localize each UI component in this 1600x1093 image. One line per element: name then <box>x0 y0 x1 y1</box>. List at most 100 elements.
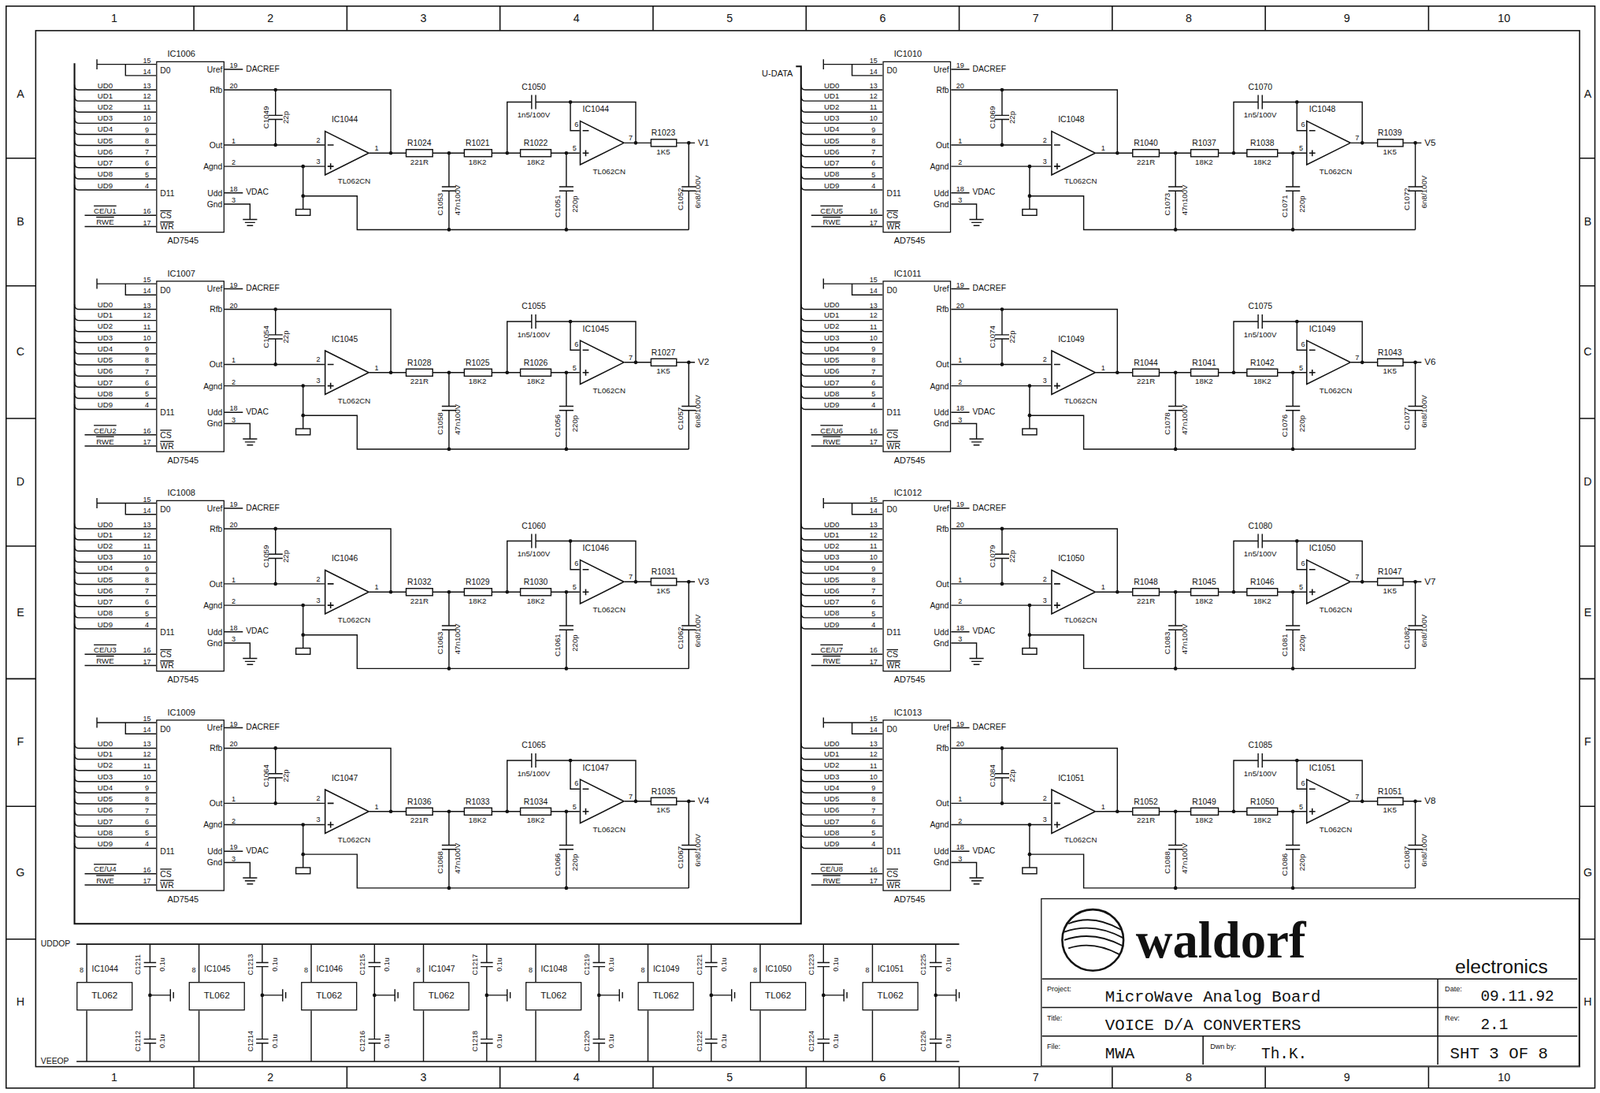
pin-name: Gnd <box>207 639 223 648</box>
label-text: UD9 <box>824 839 839 848</box>
opamp-triangle <box>1306 120 1352 166</box>
label-text: 0.1u <box>382 1033 390 1048</box>
label-text: UD9 <box>97 619 113 628</box>
signal-wire <box>224 363 325 365</box>
label-text: UD3 <box>97 772 113 781</box>
opamp-package: IC1051TL062 <box>862 981 919 1010</box>
label-text: 17 <box>869 438 878 446</box>
label-text: 18 <box>230 404 238 412</box>
label-text: 6n8/100V <box>1420 614 1429 648</box>
part-number: TL062CN <box>337 178 372 186</box>
label-text: 20 <box>956 520 965 528</box>
label-text: UD2 <box>97 103 113 112</box>
signal-wire <box>950 802 1051 804</box>
label-text: 221R <box>410 597 429 606</box>
label-text: 8 <box>753 965 758 973</box>
label-text: 13 <box>869 300 878 309</box>
label-text: 7 <box>144 367 149 375</box>
label-text: 10 <box>869 115 878 123</box>
label-text: UD7 <box>97 817 113 826</box>
label-text: 5 <box>1299 363 1304 372</box>
label-text: C1214 <box>246 1030 254 1052</box>
part-number: TL062CN <box>1064 835 1098 844</box>
opamp-symbol: IC1050TL062CN <box>1050 569 1096 615</box>
label-text: 9 <box>144 564 149 572</box>
label-text: 12 <box>869 531 878 539</box>
label-text: B <box>1584 215 1593 227</box>
pin-name: Uref <box>207 724 223 733</box>
dac-chip: IC1010D0UrefRfbOutAgndD11UddGndCSWRAD754… <box>882 61 951 234</box>
opamp-outline <box>1306 779 1351 823</box>
label-text: 16 <box>869 645 878 654</box>
label-text: 6 <box>1301 340 1306 348</box>
label-text: C1223 <box>807 954 815 976</box>
opamp-triangle <box>579 778 625 824</box>
opamp-triangle <box>1050 130 1096 176</box>
label-text: C1224 <box>807 1030 815 1052</box>
label-text: C1215 <box>358 954 366 976</box>
part-number: TL062CN <box>1319 386 1353 395</box>
label-text: 2 <box>316 794 321 802</box>
label-text: UD6 <box>97 805 113 814</box>
label-text: 18K2 <box>468 597 487 606</box>
label-text: 7 <box>871 148 876 156</box>
label-text: F <box>1584 736 1592 748</box>
label-text: 1 <box>231 356 236 364</box>
label-text: 1n5/100V <box>1243 769 1278 778</box>
label-text: 10 <box>869 334 878 342</box>
label-text: UD4 <box>824 345 839 353</box>
label-text: UD8 <box>824 170 839 179</box>
opamp-symbol: IC1047TL062CN <box>324 788 370 834</box>
pin-name: Agnd <box>203 821 223 830</box>
label-text: 5 <box>871 609 876 617</box>
label-text: 18 <box>956 623 965 631</box>
label-text: 10 <box>142 115 151 123</box>
label-text: 17 <box>142 438 151 446</box>
label-text: UD9 <box>824 400 839 409</box>
part-number: TL062CN <box>593 167 627 176</box>
label-text: 0.1u <box>270 957 279 972</box>
label-text: 1K5 <box>1383 148 1397 156</box>
label-text: 18K2 <box>527 378 546 387</box>
label-text: 15 <box>869 494 878 502</box>
label-text: 2 <box>1043 575 1047 583</box>
label-text: C1081 <box>1280 633 1289 657</box>
label-text: RWE <box>96 657 115 665</box>
label-text: C <box>16 346 25 358</box>
pin-name: Udd <box>207 408 223 417</box>
ic-name: IC1045 <box>204 965 231 973</box>
label-text: 5 <box>726 12 733 24</box>
opamp-outline <box>325 131 369 175</box>
label-text: 18 <box>956 184 965 192</box>
dac-chip: IC1007D0UrefRfbOutAgndD11UddGndCSWRAD754… <box>155 280 225 453</box>
label-text: 8 <box>1185 12 1192 24</box>
part-number: TL062CN <box>337 835 372 844</box>
label-text: UD1 <box>97 750 113 759</box>
label-text: 0.1u <box>495 957 503 972</box>
label-text: 9 <box>144 784 149 792</box>
label-text: UD2 <box>824 542 839 551</box>
label-text: 1n5/100V <box>1243 111 1278 120</box>
opamp-triangle <box>324 349 370 395</box>
part-number: TL062CN <box>593 825 627 834</box>
opamp-triangle <box>1306 778 1352 824</box>
label-text: 16 <box>869 207 878 215</box>
label-text: 17 <box>869 876 878 884</box>
ic-name: IC1046 <box>316 965 343 973</box>
label-text: 14 <box>142 505 151 513</box>
label-text: C1226 <box>920 1030 928 1052</box>
label-text: V1 <box>697 138 710 149</box>
label-text: R1028 <box>407 359 432 368</box>
pin-name: Agnd <box>929 601 949 610</box>
signal-wire <box>224 144 325 145</box>
label-text: 1K5 <box>1383 586 1397 595</box>
pin-name: Out <box>935 361 950 370</box>
part-number: AD7545 <box>894 236 926 246</box>
label-text: UD3 <box>97 334 113 342</box>
label-text: 221R <box>1136 597 1155 606</box>
label-text: 47n100V <box>454 623 463 654</box>
label-text: 5 <box>871 389 876 398</box>
part-number: TL062 <box>877 991 904 1001</box>
pin-name: CS <box>887 870 899 879</box>
label-text: 6 <box>1301 559 1306 567</box>
